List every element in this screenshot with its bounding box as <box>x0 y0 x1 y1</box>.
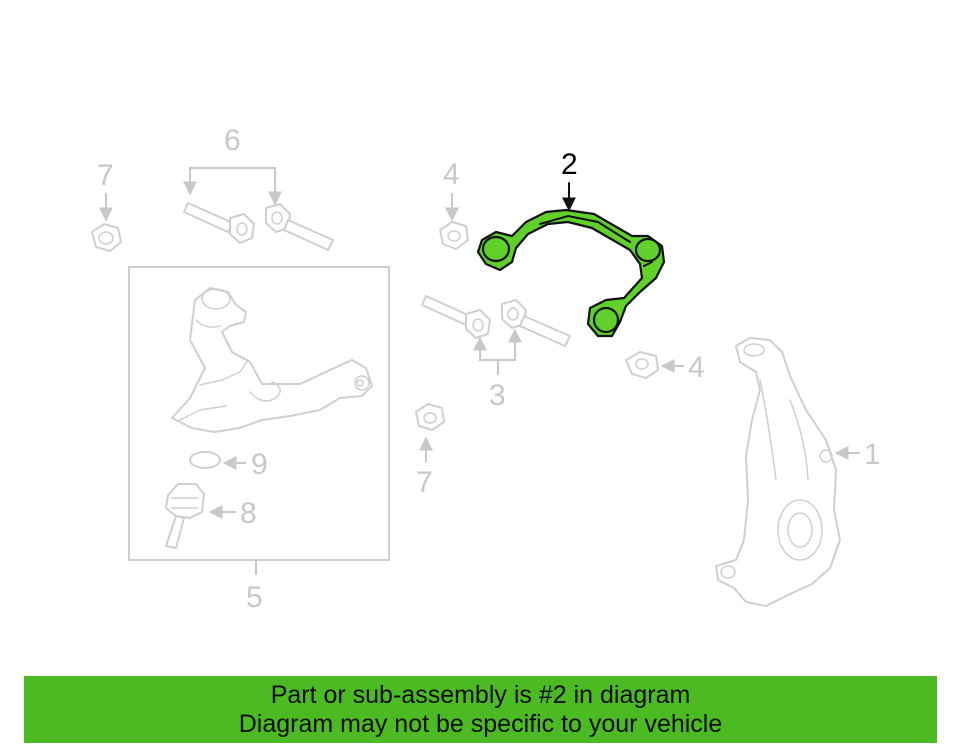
callout-4-right: 4 <box>688 351 705 384</box>
callout-7-middle: 7 <box>416 466 433 499</box>
callout-4-top: 4 <box>443 158 460 191</box>
steering-knuckle-1: 1 <box>715 337 881 607</box>
callout-7-left: 7 <box>97 159 114 192</box>
callout-9: 9 <box>251 448 268 481</box>
banner-line-1: Part or sub-assembly is #2 in diagram <box>270 680 691 709</box>
callout-1: 1 <box>864 438 881 471</box>
banner-line-2: Diagram may not be specific to your vehi… <box>238 709 723 738</box>
nut-4-right: 4 <box>625 351 705 384</box>
nut-4-top: 4 <box>439 158 469 250</box>
callout-8: 8 <box>240 497 257 530</box>
callout-5: 5 <box>246 581 263 614</box>
lower-arm-assembly-5: 5 9 8 <box>128 266 390 614</box>
callout-3: 3 <box>489 379 506 412</box>
parts-diagram: 7 6 5 9 <box>91 124 881 614</box>
upper-control-arm-2[interactable]: 2 <box>476 148 666 338</box>
bolts-6: 6 <box>183 124 334 251</box>
callout-2: 2 <box>561 148 578 181</box>
nut-7-left: 7 <box>91 159 122 252</box>
callout-6: 6 <box>224 124 241 157</box>
nut-7-middle: 7 <box>415 403 445 499</box>
info-banner: Part or sub-assembly is #2 in diagram Di… <box>24 676 937 743</box>
bolts-3: 3 <box>421 295 571 412</box>
